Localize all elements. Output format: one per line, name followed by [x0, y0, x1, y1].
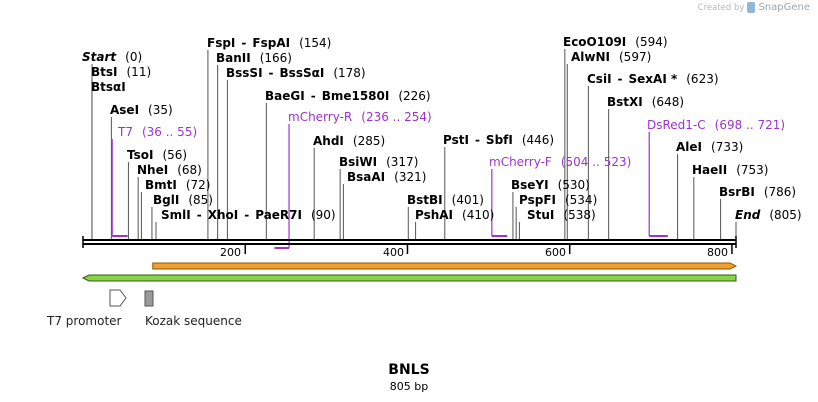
site-label-btsai: BtsαI	[91, 80, 126, 94]
site-label-ecoo109i: EcoO109I(594)	[563, 35, 668, 49]
map-title: BNLS	[388, 362, 430, 378]
site-label-bstbi: BstBI(401)	[407, 193, 484, 207]
site-label-pshai: PshAI(410)	[415, 208, 495, 222]
site-label-banii: BanII(166)	[216, 51, 292, 65]
site-label-bsrbi: BsrBI(786)	[719, 185, 797, 199]
site-label-tsoi: TsoI(56)	[127, 148, 188, 162]
site-label-bsaai: BsaAI(321)	[347, 170, 427, 184]
site-label-start: Start(0)	[82, 50, 143, 64]
site-label-baegi: BaeGI-Bme1580I(226)	[265, 89, 431, 103]
site-label-stui: StuI(538)	[527, 208, 596, 222]
tick-label-400: 400	[383, 246, 404, 259]
snapgene-logo-icon	[747, 2, 756, 13]
primer-label-dsred1-c: DsRed1-C(698 .. 721)	[647, 118, 786, 132]
site-label-end: End(805)	[735, 208, 802, 222]
legend-kozak-icon	[144, 290, 154, 307]
site-label-bmti: BmtI(72)	[145, 178, 211, 192]
site-label-bstxi: BstXI(648)	[607, 95, 685, 109]
legend-t7-promoter-icon	[109, 289, 127, 307]
tick-label-200: 200	[220, 246, 241, 259]
legend-kozak-label: Kozak sequence	[145, 314, 242, 328]
legend-t7-promoter-label: T7 promoter	[47, 314, 122, 328]
sequence-backbone	[82, 236, 737, 248]
primer-label-mcherry-r: mCherry-R(236 .. 254)	[288, 110, 432, 124]
site-label-psti: PstI-SbfI(446)	[443, 133, 555, 147]
map-length: 805 bp	[389, 380, 429, 393]
axis-ticks	[244, 244, 733, 254]
site-label-haeii: HaeII(753)	[692, 163, 769, 177]
tick-label-600: 600	[545, 246, 566, 259]
green-feature-arrow	[81, 274, 737, 282]
primer-marks	[111, 124, 668, 249]
site-label-bseyi: BseYI(530)	[511, 178, 590, 192]
orf-feature-arrow	[152, 262, 738, 270]
feature-arrows	[81, 262, 738, 282]
primer-label-t7: T7(36 .. 55)	[118, 125, 198, 139]
site-label-bgli: BglI(85)	[153, 193, 213, 207]
site-label-bsssi: BssSI-BssSαI(178)	[226, 66, 366, 80]
primer-label-mcherry-f: mCherry-F(504 .. 523)	[489, 155, 632, 169]
site-label-btsi: BtsI(11)	[91, 65, 152, 79]
credit-prefix: Created by	[697, 2, 745, 13]
site-label-pspfi: PspFI(534)	[519, 193, 598, 207]
site-label-bsiwi: BsiWI(317)	[339, 155, 419, 169]
site-label-alei: AleI(733)	[676, 140, 744, 154]
site-label-smli: SmlI-XhoI-PaeR7I(90)	[161, 208, 336, 222]
credit-brand: SnapGene	[758, 2, 810, 13]
site-label-asei: AseI(35)	[110, 103, 173, 117]
site-label-alwni: AlwNI(597)	[571, 50, 652, 64]
site-label-fspi: FspI-FspAI(154)	[207, 36, 332, 50]
snapgene-credit: Created by SnapGene	[698, 2, 810, 13]
site-lines	[91, 49, 737, 239]
site-label-ahdi: AhdI(285)	[313, 134, 386, 148]
site-label-csii: CsiI-SexAI *(623)	[587, 72, 719, 86]
tick-label-800: 800	[707, 246, 728, 259]
site-label-nhei: NheI(68)	[137, 163, 202, 177]
